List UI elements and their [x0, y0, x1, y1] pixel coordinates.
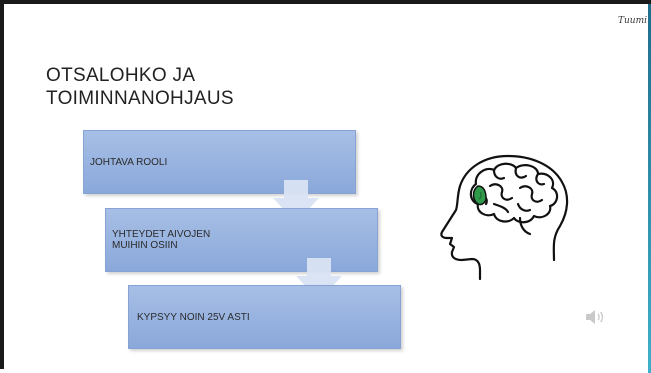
logo: Tuumi	[617, 16, 647, 26]
process-step-3-label: KYPSYY NOIN 25V ASTI	[137, 311, 250, 323]
slide-title-line-1: OTSALOHKO JA	[46, 65, 196, 86]
process-step-3: KYPSYY NOIN 25V ASTI	[128, 285, 401, 349]
slide-accent-bar	[648, 4, 651, 373]
process-step-2-label: YHTEYDET AIVOJEN MUIHIN OSIIN	[112, 229, 211, 251]
process-step-2: YHTEYDET AIVOJEN MUIHIN OSIIN	[105, 208, 378, 272]
head-brain-icon	[440, 154, 569, 281]
process-step-1-label: JOHTAVA ROOLI	[90, 156, 168, 168]
speaker-icon[interactable]	[584, 307, 606, 327]
slide-title: OTSALOHKO JA TOIMINNANOHJAUS	[46, 64, 234, 110]
down-arrow-icon	[296, 258, 342, 301]
process-step-1: JOHTAVA ROOLI	[83, 130, 356, 194]
slide-title-line-2: TOIMINNANOHJAUS	[46, 88, 234, 109]
down-arrow-icon	[273, 180, 319, 223]
